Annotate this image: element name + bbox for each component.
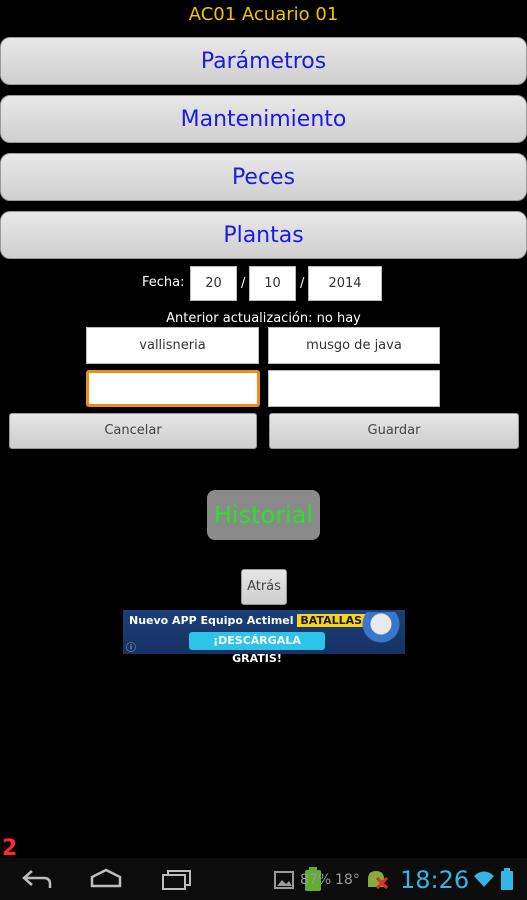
year-field[interactable]: 2014: [308, 266, 382, 301]
clock: 18:26: [400, 866, 470, 894]
battery-percent: 87%: [300, 872, 332, 888]
plantas-button[interactable]: Plantas: [0, 211, 527, 259]
ad-download-button[interactable]: ¡DESCÁRGALA GRATIS!: [189, 632, 325, 665]
android-debug-icon: [363, 869, 389, 895]
cancel-button[interactable]: Cancelar: [9, 413, 257, 449]
fecha-label: Fecha:: [142, 275, 185, 290]
plant-field-2[interactable]: musgo de java: [268, 327, 440, 364]
peces-button[interactable]: Peces: [0, 153, 527, 201]
ad-banner[interactable]: Nuevo APP Equipo Actimel BATALLAS 3D ¡DE…: [123, 610, 405, 665]
battery-icon: [500, 868, 514, 894]
ad-character-image: [361, 612, 401, 652]
parametros-button[interactable]: Parámetros: [0, 37, 527, 85]
info-icon[interactable]: ⓘ: [126, 643, 136, 654]
back-nav-icon[interactable]: [20, 868, 54, 894]
plant-field-1[interactable]: vallisneria: [86, 327, 259, 364]
new-plant-input-1[interactable]: [86, 370, 260, 407]
ad-headline: Nuevo APP Equipo Actimel BATALLAS 3D: [129, 614, 386, 627]
app-title: AC01 Acuario 01: [188, 4, 339, 25]
corner-number: 2: [2, 836, 18, 861]
date-separator: /: [241, 276, 246, 291]
date-separator: /: [300, 276, 305, 291]
day-field[interactable]: 20: [190, 266, 237, 301]
home-nav-icon[interactable]: [88, 868, 124, 894]
image-notification-icon: [274, 871, 294, 893]
last-update-label: Anterior actualización: no hay: [166, 311, 361, 326]
new-plant-input-2[interactable]: [268, 370, 440, 407]
historial-button[interactable]: Historial: [207, 490, 320, 540]
back-button[interactable]: Atrás: [241, 569, 287, 605]
wifi-icon: [473, 870, 495, 892]
ad-headline-text: Nuevo APP Equipo Actimel: [129, 614, 294, 627]
system-navbar: 87% 18° 18:26: [0, 858, 527, 900]
recents-nav-icon[interactable]: [160, 868, 194, 894]
month-field[interactable]: 10: [249, 266, 296, 301]
save-button[interactable]: Guardar: [269, 413, 519, 449]
temperature: 18°: [335, 872, 360, 888]
mantenimiento-button[interactable]: Mantenimiento: [0, 95, 527, 143]
battery-app-icon: [302, 866, 324, 896]
